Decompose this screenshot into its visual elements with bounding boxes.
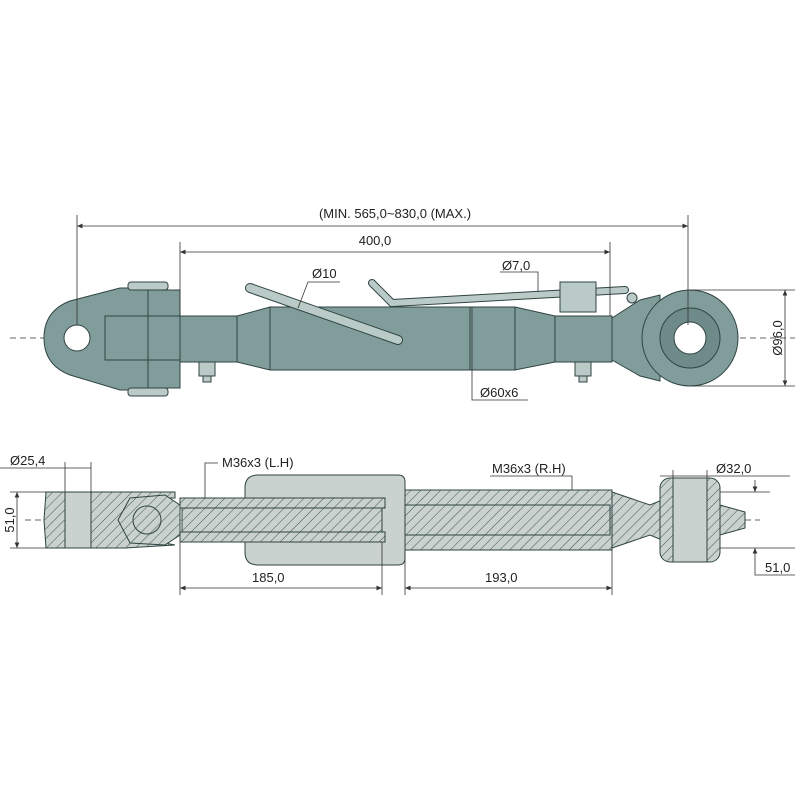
lever[interactable] (246, 284, 402, 344)
right-taper-section (611, 491, 663, 549)
left-sleeve-wall-top (179, 497, 386, 509)
ball-tip-section (719, 504, 746, 536)
clevis-thread (104, 315, 181, 361)
overall-length-label: (MIN. 565,0~830,0 (MAX.) (319, 206, 471, 221)
ball-hole-label: Ø32,0 (716, 461, 751, 476)
clevis-pin-head (127, 281, 169, 291)
lever-diameter-label: Ø10 (312, 266, 337, 281)
right-threaded-rod (404, 504, 611, 536)
pin-hole-label: Ø25,4 (10, 453, 45, 468)
right-thread-label: M36x3 (R.H) (492, 461, 566, 476)
left-sleeve-wall-bottom (179, 531, 386, 543)
ball-diameter-label: Ø96,0 (770, 320, 785, 355)
ball-hole-section (672, 477, 708, 563)
tube-length-label: 400,0 (359, 233, 392, 248)
section-view: 51,0 Ø25,4 M36x3 (L.H) M36x3 (R.H) 185,0… (0, 453, 795, 595)
lock-lever[interactable] (369, 280, 628, 307)
clevis-hole (63, 324, 91, 352)
lever-bracket (559, 281, 597, 313)
nipple-tip-left (202, 375, 212, 383)
grease-nipple-left (198, 361, 216, 377)
left-thread-label: M36x3 (L.H) (222, 455, 294, 470)
tube-diameter-label: Ø60x6 (480, 385, 518, 400)
left-threaded-rod (181, 507, 383, 533)
top-view: (MIN. 565,0~830,0 (MAX.) 400,0 Ø10 Ø7,0 … (10, 206, 795, 401)
right-thread-length-label: 193,0 (485, 570, 518, 585)
left-thread-length-label: 185,0 (252, 570, 285, 585)
clevis-pin-section (132, 505, 162, 535)
ball-hole (673, 321, 707, 355)
right-width-label: 51,0 (765, 560, 790, 575)
nipple-tip-right (578, 375, 588, 383)
clevis-pin-bottom (127, 387, 169, 397)
pin-diameter-label: Ø7,0 (502, 258, 530, 273)
lever-pivot (626, 292, 638, 304)
clevis-hole-section (64, 491, 92, 549)
grease-nipple-right (574, 361, 592, 377)
left-width-label: 51,0 (2, 507, 17, 532)
